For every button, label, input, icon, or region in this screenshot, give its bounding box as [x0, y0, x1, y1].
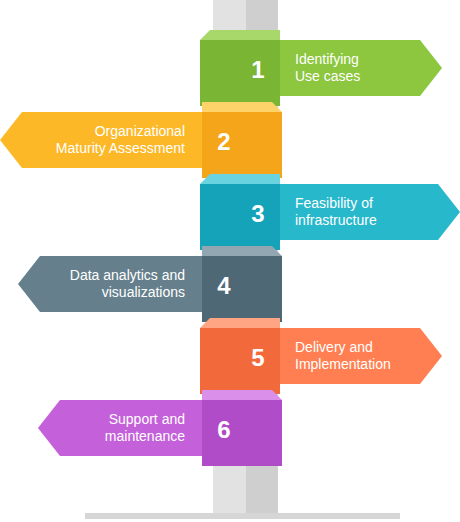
signpost-sign: Identifying Use cases 1 [200, 30, 442, 106]
sign-label: Feasibility of infrastructure [295, 184, 395, 240]
sign-cube-top [202, 102, 282, 112]
callout-number: 5 [243, 344, 273, 372]
sign-label: Delivery and Implementation [295, 328, 405, 384]
pole-base [85, 513, 400, 519]
sign-cube-top [200, 318, 280, 328]
sign-arrow [278, 184, 460, 240]
sign-cube-front [200, 40, 280, 106]
sign-arrow [38, 400, 204, 456]
sign-cube-top [202, 246, 282, 256]
sign-arrow [278, 328, 442, 384]
sign-cube-top [202, 390, 282, 400]
callout-number: 2 [209, 128, 239, 156]
sign-label: Identifying Use cases [295, 40, 385, 96]
sign-cube-top [200, 30, 280, 40]
sign-cube-front [202, 112, 282, 178]
sign-cube-front [200, 328, 280, 394]
sign-label: Organizational Maturity Assessment [45, 112, 185, 168]
sign-cube-front [202, 400, 282, 466]
callout-number: 1 [243, 56, 273, 84]
callout-number: 3 [243, 200, 273, 228]
signpost-sign: Feasibility of infrastructure 3 [200, 174, 460, 250]
signpost-sign: Support and maintenance 6 [38, 390, 282, 466]
sign-arrow [278, 40, 442, 96]
sign-cube-top [200, 174, 280, 184]
sign-cube-front [200, 184, 280, 250]
sign-arrow [0, 112, 204, 168]
callout-number: 4 [209, 272, 239, 300]
sign-label: Data analytics and visualizations [55, 256, 185, 312]
signpost-sign: Data analytics and visualizations 4 [18, 246, 282, 322]
signpost-sign: Delivery and Implementation 5 [200, 318, 442, 394]
sign-label: Support and maintenance [90, 400, 185, 456]
sign-arrow [18, 256, 204, 312]
sign-cube-front [202, 256, 282, 322]
callout-number: 6 [209, 416, 239, 444]
signpost-sign: Organizational Maturity Assessment 2 [0, 102, 282, 178]
